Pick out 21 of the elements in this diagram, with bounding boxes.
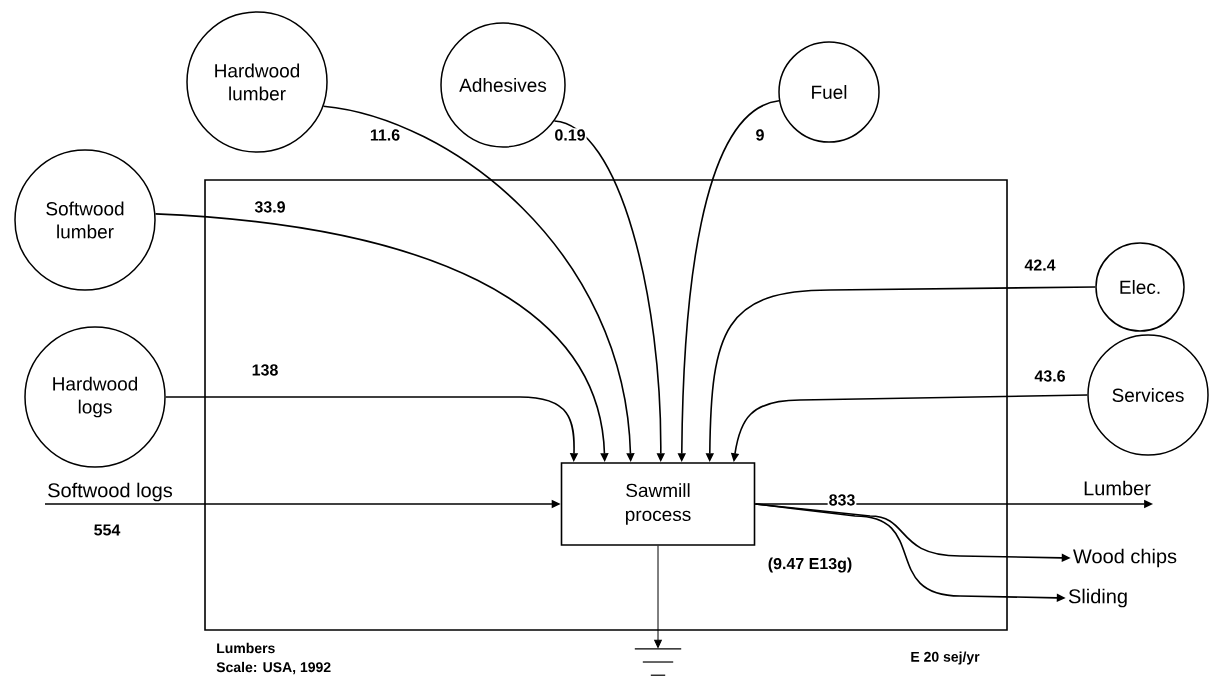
system-boundary <box>204 179 1008 631</box>
arrow <box>654 545 662 649</box>
edge-label: 33.9 <box>253 200 287 214</box>
edge-label: 554 <box>92 523 122 537</box>
edge-label: 138 <box>250 363 280 377</box>
edge-label: 43.6 <box>1033 369 1067 383</box>
flow-label: Softwood logs <box>48 482 173 502</box>
flow-label: Wood chips <box>1073 548 1177 568</box>
process-box: Sawmill process <box>560 462 756 546</box>
edge-label: 0.19 <box>553 128 587 142</box>
edge-label: 9 <box>754 128 766 142</box>
note: (9.47 E13g) <box>768 557 852 573</box>
note: Lumbers <box>217 642 275 654</box>
flow-label: Sliding <box>1068 588 1127 608</box>
ground-symbol <box>634 648 682 676</box>
note: Scale: USA, 1992 <box>216 661 331 675</box>
note: E 20 sej/yr <box>911 651 980 665</box>
flow-label: Lumber <box>1084 480 1151 496</box>
edge-label: 11.6 <box>368 128 402 142</box>
edge-label: 42.4 <box>1023 258 1057 272</box>
edge-label: 833 <box>827 493 857 507</box>
